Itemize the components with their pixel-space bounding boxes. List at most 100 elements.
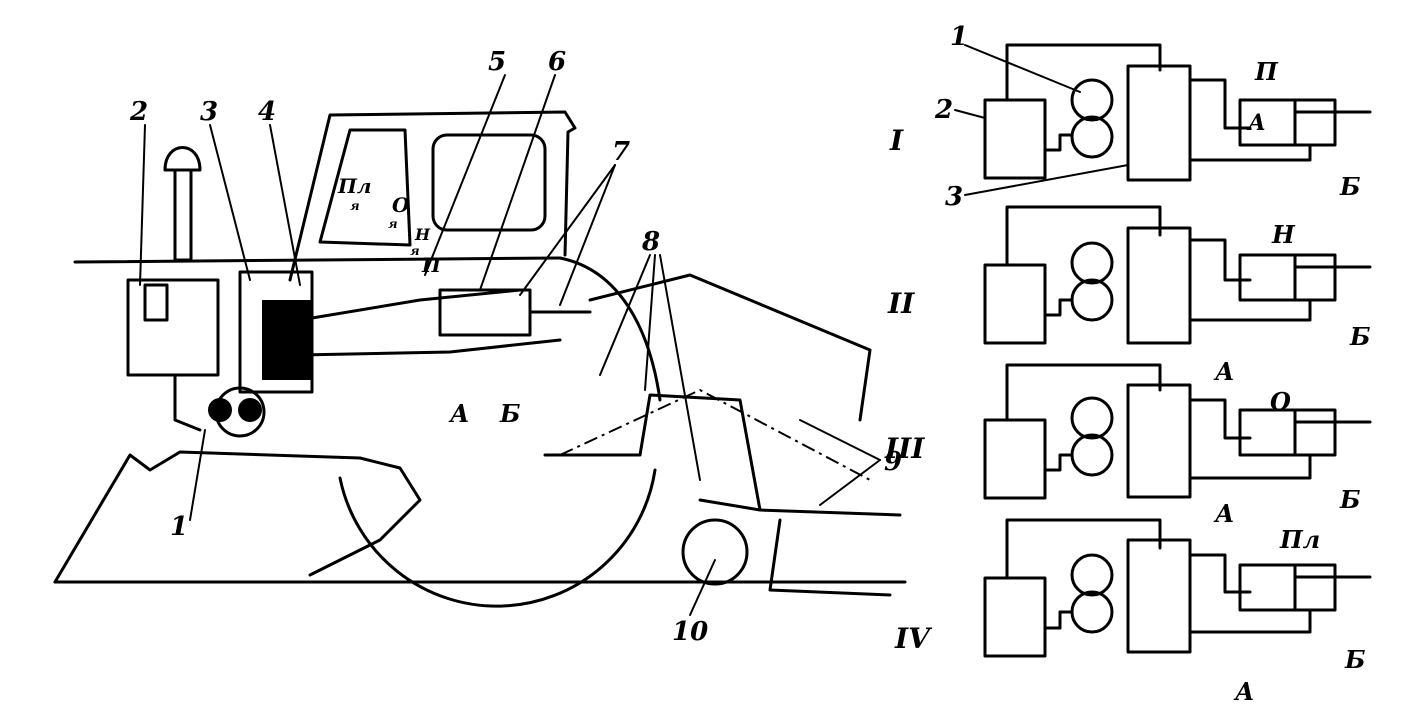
cylinder-box <box>1238 408 1337 457</box>
distributor-box <box>1126 64 1192 182</box>
cab-label-p: П <box>421 253 442 277</box>
cylinder-box <box>1238 563 1337 612</box>
line-a <box>1188 553 1252 594</box>
label-1: 1 <box>170 512 188 542</box>
implement-raised-outline <box>559 388 871 481</box>
cab-window-left <box>318 128 412 247</box>
leader-7a <box>519 164 616 296</box>
suction-pipe <box>1043 610 1074 630</box>
plough <box>758 508 902 597</box>
line-a <box>1188 78 1252 130</box>
tank-box <box>983 576 1047 658</box>
scheme-iv: IV Пл А Б <box>894 518 1372 706</box>
label-b: Б <box>1339 485 1361 514</box>
rear-wheel <box>338 468 657 608</box>
label-a: А <box>1213 499 1235 528</box>
scheme-ii: II Н А Б <box>887 205 1372 386</box>
label-a: А <box>1233 677 1255 706</box>
leader-6 <box>479 74 556 291</box>
suction-pipe <box>1043 298 1074 317</box>
tank-line <box>1005 518 1162 580</box>
roman-numeral: II <box>887 287 915 320</box>
line-b <box>1188 143 1312 162</box>
mode-label: О <box>1270 387 1291 416</box>
cab-label-ya1: я <box>350 199 360 213</box>
pump-gear-1 <box>208 398 232 422</box>
label-2: 2 <box>129 97 148 127</box>
pump-gear-top <box>1070 553 1114 597</box>
leader-7b <box>559 164 616 306</box>
label-b: Б <box>1339 172 1361 201</box>
tank-line <box>1005 205 1162 267</box>
suction-pipe <box>1043 133 1074 152</box>
pump-gear-bottom <box>1070 433 1114 477</box>
implement-frame <box>588 273 872 422</box>
pressure-line <box>298 288 522 322</box>
label-3: 3 <box>945 182 963 212</box>
air-intake-cap <box>163 146 202 172</box>
label-3: 3 <box>200 97 218 127</box>
label-6: 6 <box>548 47 566 77</box>
label-5: 5 <box>488 47 506 77</box>
label-a: А <box>1213 357 1235 386</box>
hood-line <box>73 256 562 264</box>
air-intake <box>173 168 193 262</box>
leader-2 <box>139 124 146 286</box>
label-10: 10 <box>672 617 708 647</box>
tank-box <box>983 98 1047 180</box>
suction-pipe <box>1043 453 1074 472</box>
cab-label-o: О <box>392 193 410 217</box>
cab-label-n: Н <box>414 225 431 244</box>
oil-tank <box>126 278 220 377</box>
distributor-box <box>1126 226 1192 345</box>
pump-gear-top <box>1070 396 1114 440</box>
distributor-spool <box>262 300 312 380</box>
tank-box <box>983 263 1047 345</box>
line-a <box>1188 238 1252 282</box>
pump-gear-bottom <box>1070 278 1114 322</box>
cylinder-box <box>1238 98 1337 147</box>
line-b <box>1188 453 1312 480</box>
tank-box <box>983 418 1047 500</box>
pump-gear-bottom <box>1070 590 1114 634</box>
pump-gear-top <box>1070 241 1114 285</box>
cab-label-ya3: я <box>410 244 420 258</box>
leader-10 <box>689 559 716 616</box>
front-chassis <box>53 450 422 584</box>
label-A: А <box>448 399 470 428</box>
label-8: 8 <box>641 227 660 257</box>
cab-window-right <box>431 133 547 232</box>
leader-1 <box>189 429 206 521</box>
pump-gear-2 <box>238 398 262 422</box>
label-9: 9 <box>884 447 902 477</box>
label-B: Б <box>499 399 521 428</box>
leader-8b <box>644 254 656 391</box>
line-b <box>1188 298 1312 322</box>
tractor-drawing <box>53 74 907 616</box>
pump-gear-bottom <box>1070 115 1114 159</box>
roman-numeral: I <box>889 124 904 157</box>
roman-numeral: IV <box>894 622 933 655</box>
support-wheel <box>681 518 749 586</box>
leader-9b <box>819 459 881 506</box>
label-a: А <box>1246 110 1266 136</box>
leader-8c <box>659 254 701 481</box>
suction-line <box>173 373 202 432</box>
cylinder-box <box>1238 253 1337 302</box>
return-line <box>298 338 562 357</box>
pump-gear-top <box>1070 78 1114 122</box>
leader-5 <box>424 74 506 276</box>
lower-link <box>543 393 762 512</box>
label-2: 2 <box>934 95 953 125</box>
tank-line <box>1005 43 1162 102</box>
oil-filter <box>143 283 169 322</box>
line-a <box>1188 398 1252 440</box>
tank-line <box>1005 363 1162 422</box>
distributor-box <box>1126 383 1192 499</box>
label-b: Б <box>1349 322 1371 351</box>
line-b <box>1188 608 1312 634</box>
leader-8a <box>599 254 651 376</box>
leader-9a <box>799 419 881 461</box>
